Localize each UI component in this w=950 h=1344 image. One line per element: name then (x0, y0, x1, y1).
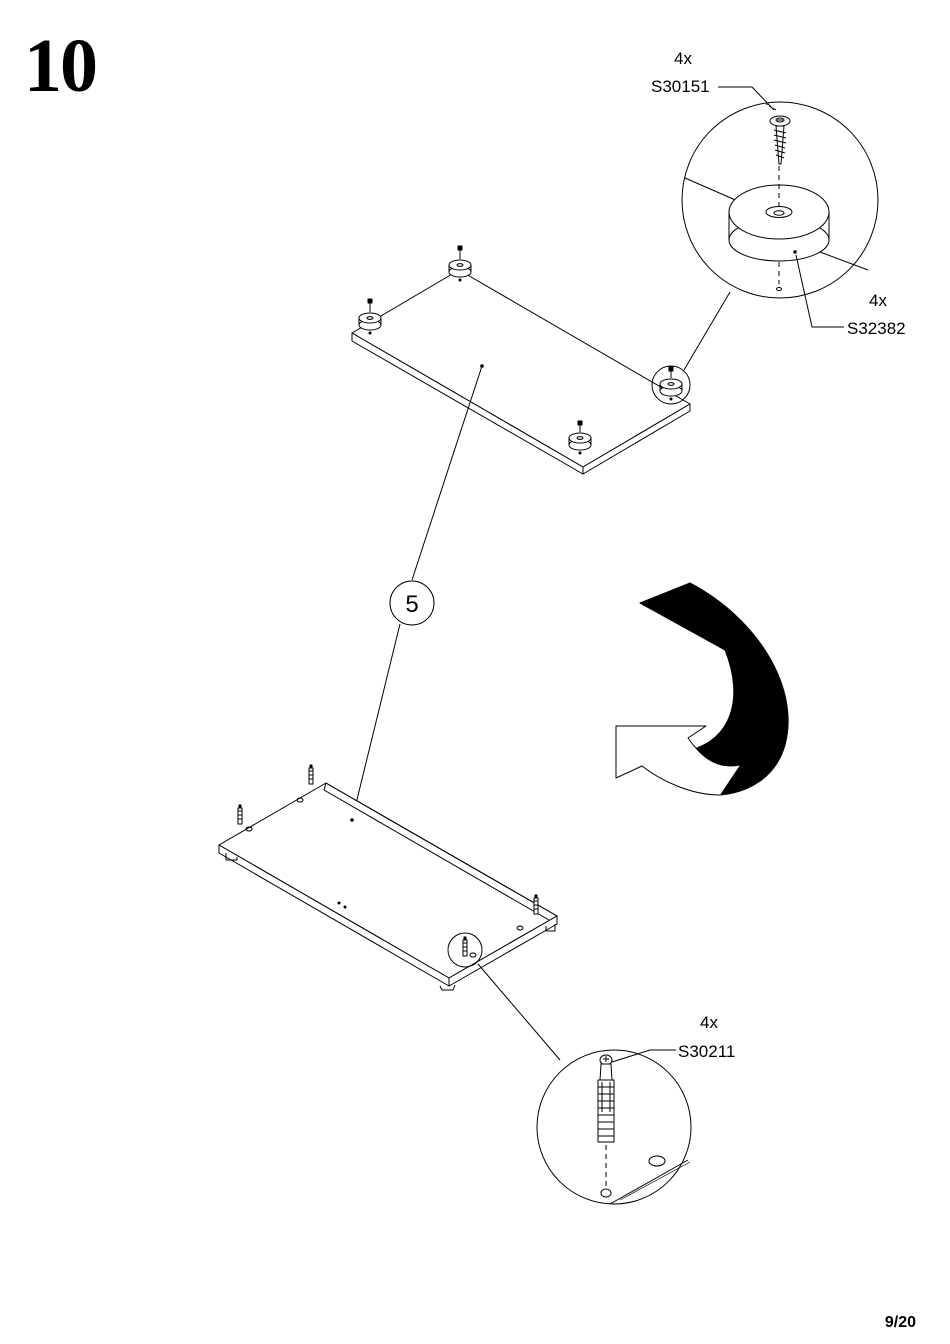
foot-icon (359, 299, 381, 334)
lower-panel (219, 783, 557, 990)
foot-icon (660, 367, 682, 400)
part-number-label: 5 (405, 591, 418, 618)
page-number: 9/20 (885, 1314, 916, 1332)
dowel-icon (463, 937, 467, 956)
flip-arrow-icon (616, 583, 788, 795)
dowel-icon (309, 765, 313, 784)
part-leader-lower (352, 624, 400, 820)
detail-leader-line (478, 964, 560, 1060)
dowel-icon (238, 805, 242, 824)
detail-leader-line (684, 292, 730, 370)
dowel-icon (598, 1055, 614, 1142)
upper-panel (352, 270, 690, 474)
foot-icon (449, 246, 471, 281)
part-leader-upper (412, 366, 482, 580)
dowel-icon (534, 895, 538, 914)
